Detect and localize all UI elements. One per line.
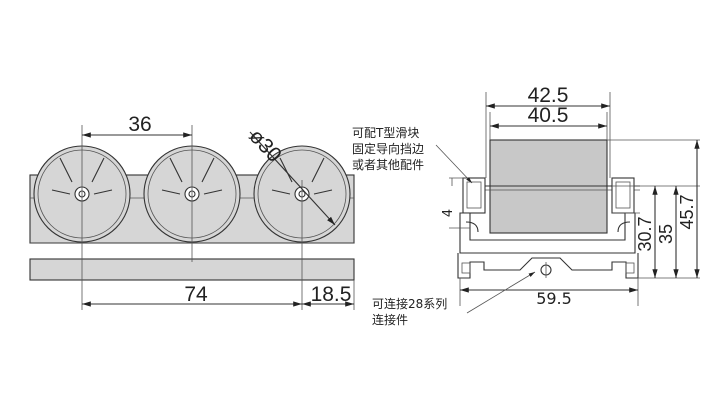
left-side-guide: [462, 177, 486, 214]
dim-end-label: 18.5: [311, 283, 352, 306]
note-slider-line2: 固定导向挡边: [352, 141, 424, 156]
dim-height-35-label: 35: [656, 224, 676, 244]
dim-roller-top-label: 30.7: [635, 216, 655, 251]
side-view: 42.5 40.5 59.5 4 30.7 35 45.7 可配T型滑块 固定导…: [352, 84, 700, 327]
front-view: 36 ø30 74 18.5: [29, 113, 355, 310]
dim-length-label: 74: [184, 283, 208, 306]
dim-roller-width-label: 40.5: [528, 104, 569, 127]
dim-bottom-width-label: 59.5: [536, 289, 572, 308]
note-connector-line1: 可连接28系列: [372, 296, 447, 311]
dim-pitch-label: 36: [128, 113, 151, 136]
dim-total-height-label: 45.7: [677, 194, 697, 229]
note-connector-line2: 连接件: [372, 312, 408, 327]
dim-outer-width-label: 42.5: [528, 84, 569, 107]
note-slider-line1: 可配T型滑块: [352, 126, 419, 140]
note-slider-line3: 或者其他配件: [352, 158, 424, 172]
dim-small-label: 4: [441, 209, 456, 217]
front-rail-lower: [29, 258, 355, 281]
